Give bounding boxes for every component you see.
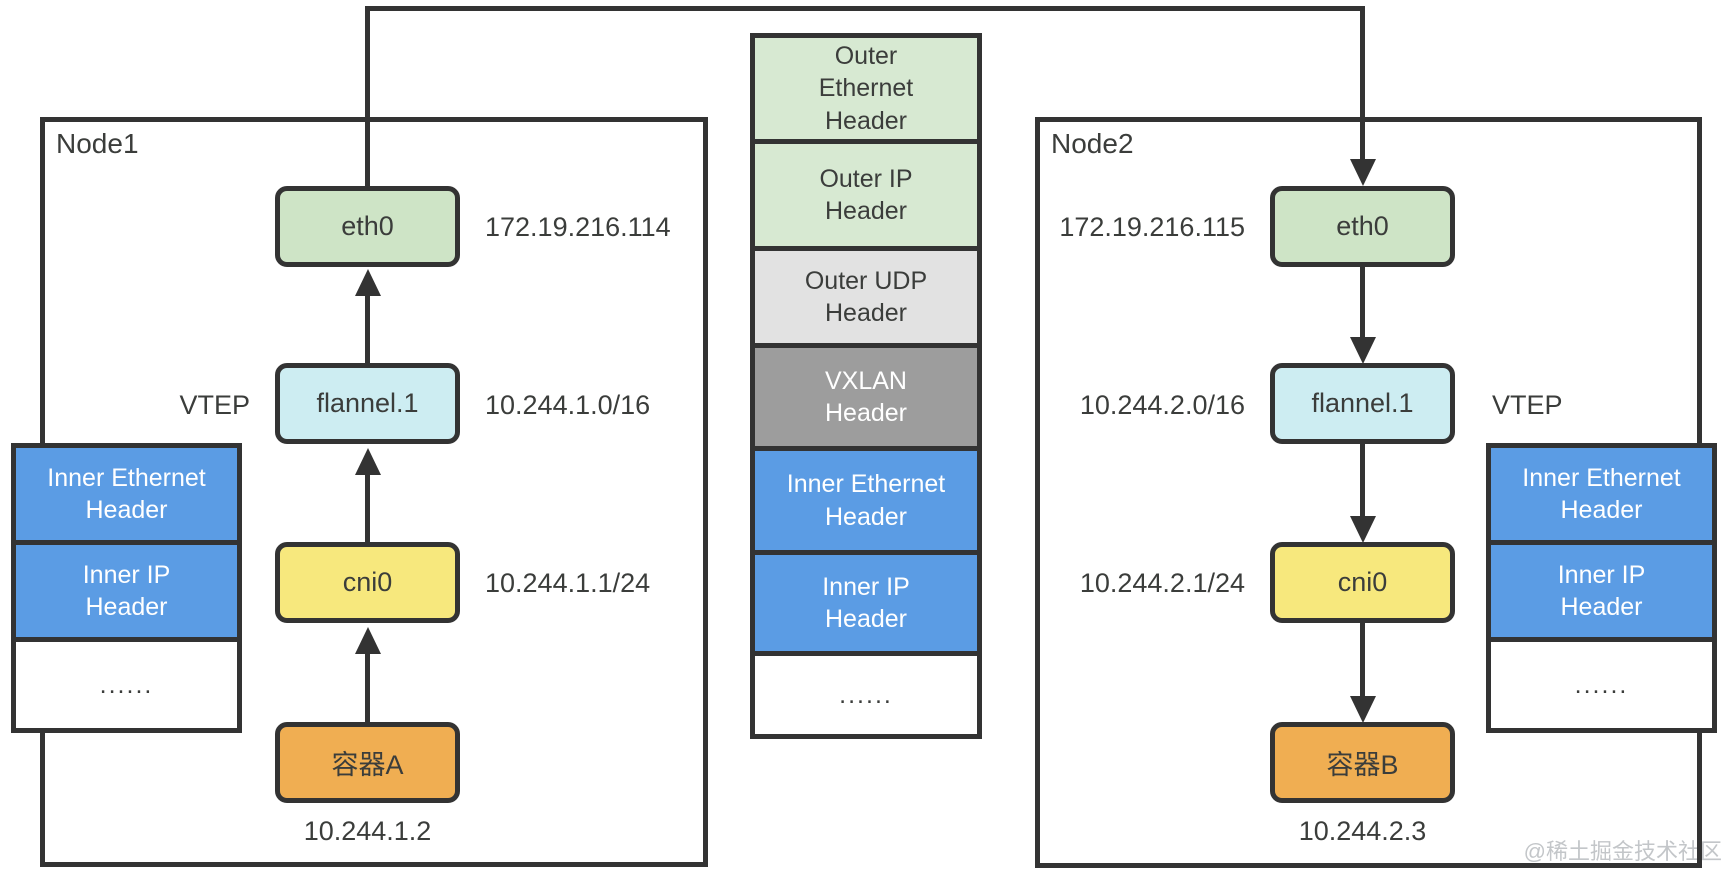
node1-title: Node1 (56, 128, 139, 159)
node2-eth0-box: eth0 (1270, 186, 1455, 267)
inner-row-ip: Inner IP Header (16, 545, 237, 642)
connector-line (1360, 623, 1365, 699)
connector-line (365, 649, 370, 724)
node1-container-ip: 10.244.1.2 (303, 816, 432, 846)
node1-inner-packet-stack: Inner Ethernet Header Inner IP Header ..… (11, 443, 242, 733)
packet-row-outer-udp: Outer UDP Header (755, 251, 977, 348)
arrowhead-down-icon (1350, 159, 1376, 186)
packet-row-inner-ethernet: Inner Ethernet Header (755, 451, 977, 555)
inner-row-ip: Inner IP Header (1491, 545, 1712, 642)
node2-title: Node2 (1051, 128, 1134, 159)
arrowhead-down-icon (1350, 516, 1376, 543)
packet-row-ellipsis: ...... (755, 656, 977, 734)
connector-line (365, 291, 370, 365)
node1-cni-cidr: 10.244.1.1/24 (485, 568, 651, 598)
inner-row-ellipsis: ...... (16, 642, 237, 728)
node2-inner-packet-stack: Inner Ethernet Header Inner IP Header ..… (1486, 443, 1717, 733)
packet-row-inner-ip: Inner IP Header (755, 555, 977, 656)
arrowhead-down-icon (1350, 337, 1376, 364)
inner-row-ellipsis: ...... (1491, 642, 1712, 728)
packet-row-vxlan: VXLAN Header (755, 348, 977, 451)
node2-vtep-label: VTEP (1492, 390, 1563, 420)
node1-container-a-box: 容器A (275, 722, 460, 803)
arrowhead-down-icon (1350, 696, 1376, 723)
inner-row-ethernet: Inner Ethernet Header (1491, 448, 1712, 545)
connector-line-top (365, 6, 1365, 11)
node1-flannel-cidr: 10.244.1.0/16 (485, 390, 651, 420)
node2-eth0-ip: 172.19.216.115 (1059, 212, 1245, 242)
node2-cni0-box: cni0 (1270, 542, 1455, 623)
connector-line (1360, 265, 1365, 340)
node1-eth0-box: eth0 (275, 186, 460, 267)
connector-line-node2-eth0 (1360, 6, 1365, 162)
watermark: @稀土掘金技术社区 (1523, 839, 1722, 864)
node1-vtep-label: VTEP (179, 390, 250, 420)
node2-flannel1-box: flannel.1 (1270, 363, 1455, 444)
packet-row-outer-ip: Outer IP Header (755, 144, 977, 251)
node2-container-ip: 10.244.2.3 (1298, 816, 1427, 846)
node1-flannel1-box: flannel.1 (275, 363, 460, 444)
connector-line (365, 470, 370, 544)
vxlan-packet-stack: Outer Ethernet Header Outer IP Header Ou… (750, 33, 982, 739)
connector-line (1360, 444, 1365, 519)
node2-container-b-box: 容器B (1270, 722, 1455, 803)
node2-cni-cidr: 10.244.2.1/24 (1079, 568, 1245, 598)
node1-cni0-box: cni0 (275, 542, 460, 623)
node2-flannel-cidr: 10.244.2.0/16 (1079, 390, 1245, 420)
inner-row-ethernet: Inner Ethernet Header (16, 448, 237, 545)
node1-eth0-ip: 172.19.216.114 (485, 212, 671, 242)
connector-line-node1-eth0 (365, 6, 370, 187)
packet-row-outer-ethernet: Outer Ethernet Header (755, 38, 977, 144)
